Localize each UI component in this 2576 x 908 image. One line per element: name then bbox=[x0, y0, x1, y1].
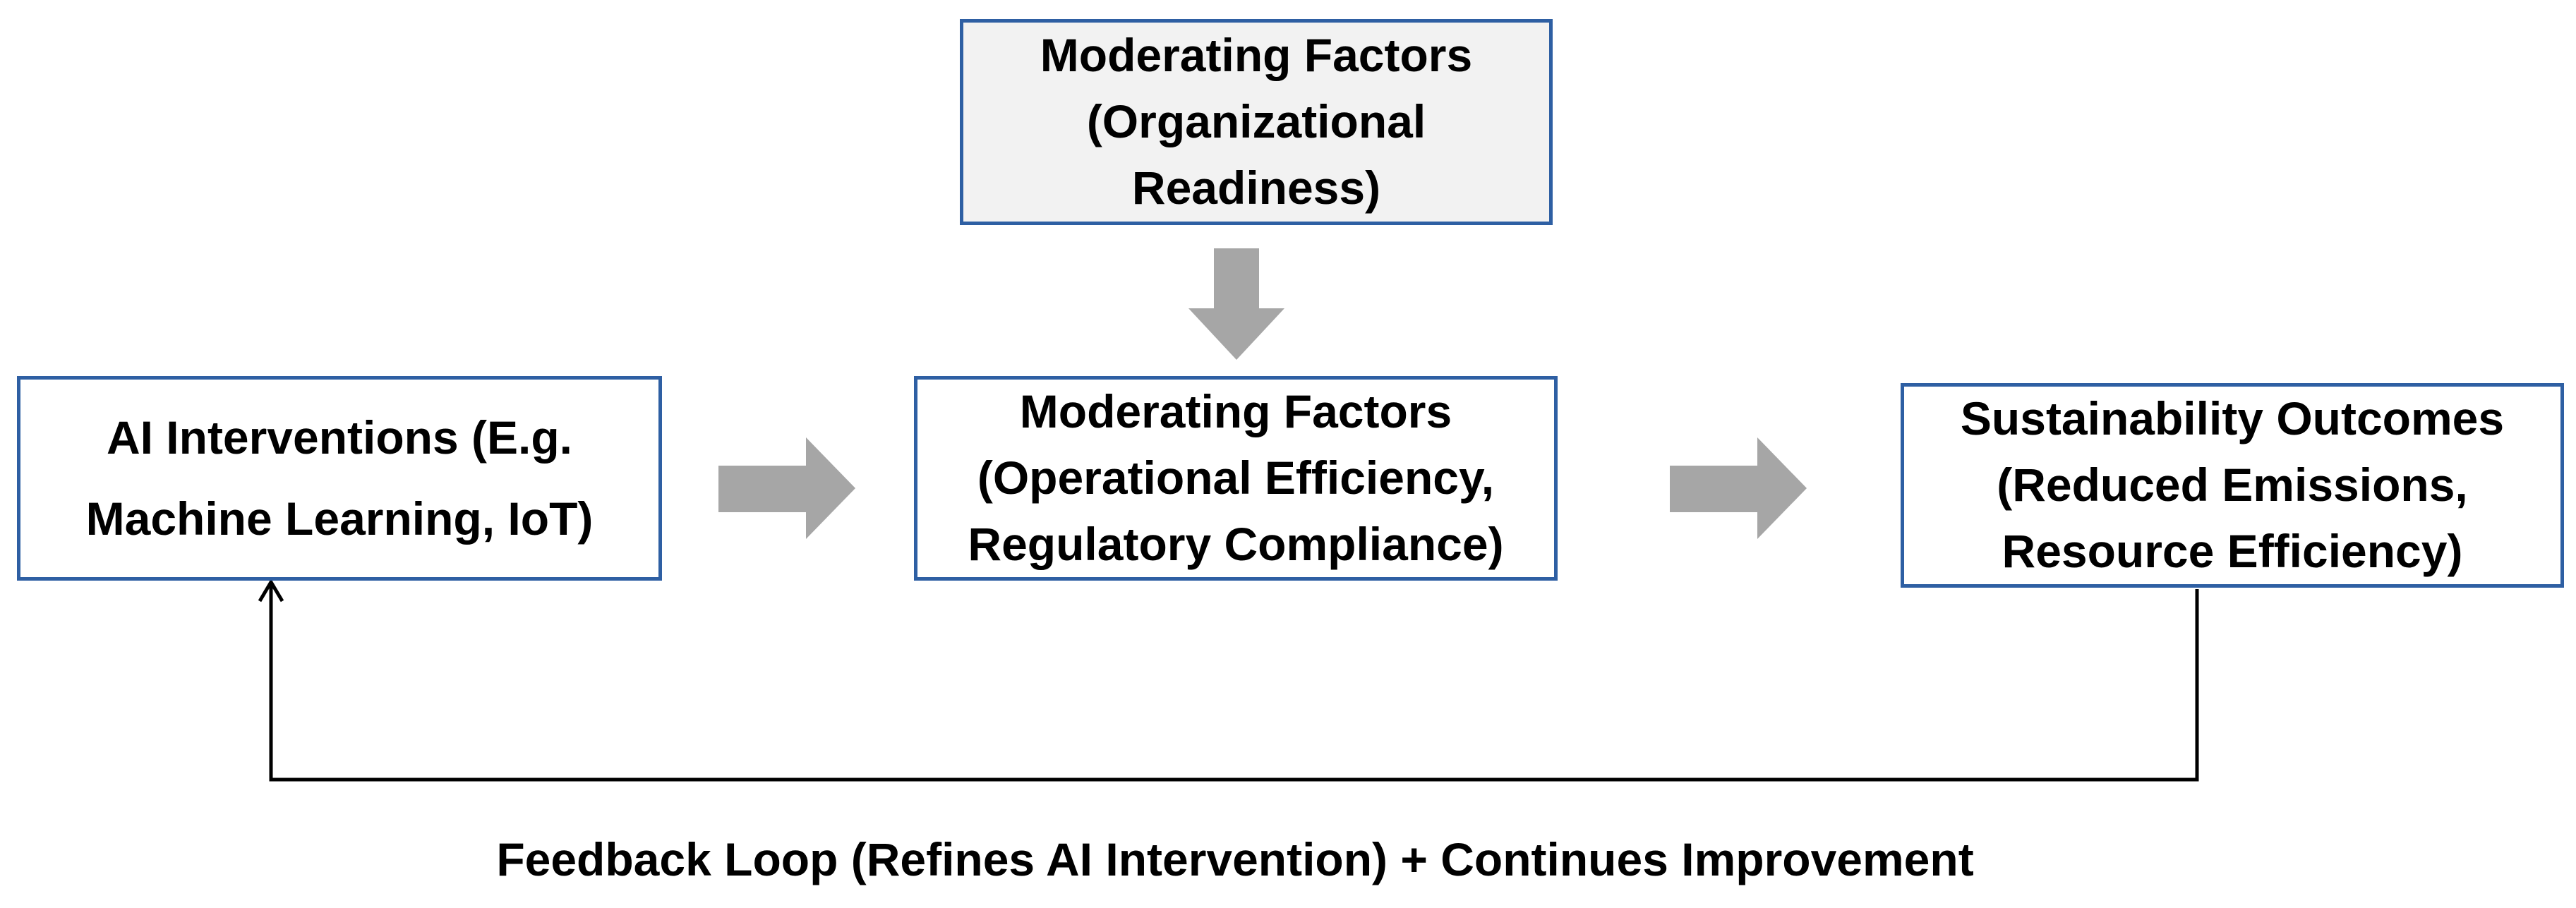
sustainability-outcomes-box: Sustainability Outcomes (Reduced Emissio… bbox=[1901, 383, 2564, 588]
box-text-line: Readiness) bbox=[1131, 161, 1381, 214]
box-text-line: AI Interventions (E.g. bbox=[106, 411, 573, 464]
down-arrow bbox=[1188, 248, 1284, 360]
box-text-line: (Reduced Emissions, bbox=[1997, 459, 2468, 511]
moderating-factors-organizational-box: Moderating Factors (Organizational Readi… bbox=[960, 19, 1553, 225]
box-text-line: (Organizational bbox=[1086, 95, 1426, 148]
box-text-line: Resource Efficiency) bbox=[2002, 524, 2463, 577]
right-arrow-2 bbox=[1670, 437, 1807, 539]
box-text-line: Moderating Factors bbox=[1019, 385, 1452, 438]
box-text-line: Moderating Factors bbox=[1040, 29, 1473, 82]
feedback-arrowhead bbox=[258, 579, 284, 603]
box-text-line: Regulatory Compliance) bbox=[968, 517, 1504, 570]
box-text-line: Machine Learning, IoT) bbox=[85, 492, 594, 545]
box-text-line: Sustainability Outcomes bbox=[1960, 392, 2505, 445]
feedback-loop-caption: Feedback Loop (Refines AI Intervention) … bbox=[496, 833, 1974, 885]
right-arrow-1 bbox=[718, 437, 855, 539]
feedback-loop-line bbox=[269, 582, 2199, 782]
ai-interventions-box: AI Interventions (E.g. Machine Learning,… bbox=[17, 376, 662, 581]
moderating-factors-operational-box: Moderating Factors (Operational Efficien… bbox=[914, 376, 1558, 581]
box-text-line: (Operational Efficiency, bbox=[977, 452, 1495, 504]
